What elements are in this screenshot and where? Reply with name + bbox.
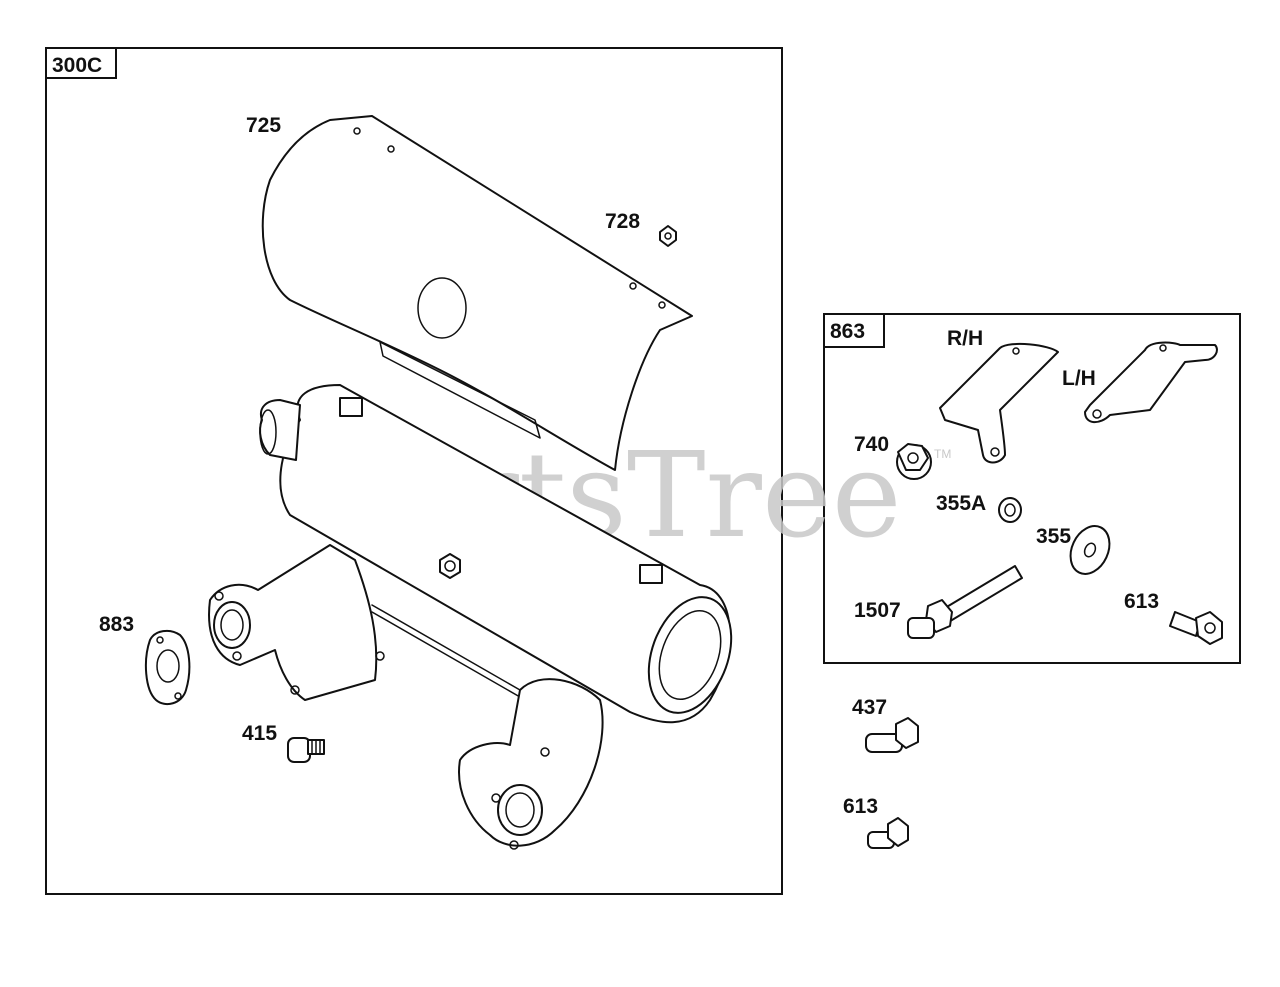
group-300c: 300C (45, 47, 783, 895)
lock-washer-part[interactable] (998, 497, 1022, 523)
callout-355[interactable]: 355 (1036, 525, 1071, 548)
callout-613[interactable]: 613 (843, 795, 878, 818)
callout-1507[interactable]: 1507 (854, 599, 901, 622)
screw-part[interactable] (659, 225, 677, 247)
plug-part[interactable] (287, 737, 325, 763)
bracket-lh-part[interactable] (1084, 341, 1218, 424)
callout-863-rh[interactable]: R/H (947, 327, 983, 350)
group-300c-label-box (45, 47, 117, 79)
callout-883[interactable]: 883 (99, 613, 134, 636)
exhaust-runners (208, 544, 604, 850)
muffler-part[interactable] (259, 384, 746, 724)
group-863-label[interactable]: 863 (830, 320, 865, 343)
callout-740[interactable]: 740 (854, 433, 889, 456)
group-300c-frame (45, 47, 783, 895)
callout-728[interactable]: 728 (605, 210, 640, 233)
callout-437[interactable]: 437 (852, 696, 887, 719)
stud-part[interactable] (907, 565, 1023, 639)
gasket-part[interactable] (145, 629, 191, 706)
watermark-trademark: TM (934, 447, 951, 461)
washer-part[interactable] (1063, 520, 1117, 581)
heat-shield-part[interactable] (261, 115, 693, 471)
callouts: 725 728 883 415 R/H L/H 740 355A 355 150… (99, 114, 1159, 818)
bracket-rh-part[interactable] (939, 342, 1059, 464)
callout-613-kit[interactable]: 613 (1124, 590, 1159, 613)
group-863-label-box (823, 313, 885, 348)
group-863: 863 (823, 313, 1241, 664)
callout-355a[interactable]: 355A (936, 492, 986, 515)
callout-863-lh[interactable]: L/H (1062, 367, 1096, 390)
callout-725[interactable]: 725 (246, 114, 281, 137)
callout-415[interactable]: 415 (242, 722, 277, 745)
bolt-437-part[interactable] (865, 717, 919, 753)
bolt-kit-part[interactable] (1169, 611, 1223, 645)
nut-part[interactable] (896, 443, 932, 480)
bolt-613-part[interactable] (867, 817, 909, 849)
group-300c-label[interactable]: 300C (52, 54, 102, 77)
group-863-frame (823, 313, 1241, 664)
